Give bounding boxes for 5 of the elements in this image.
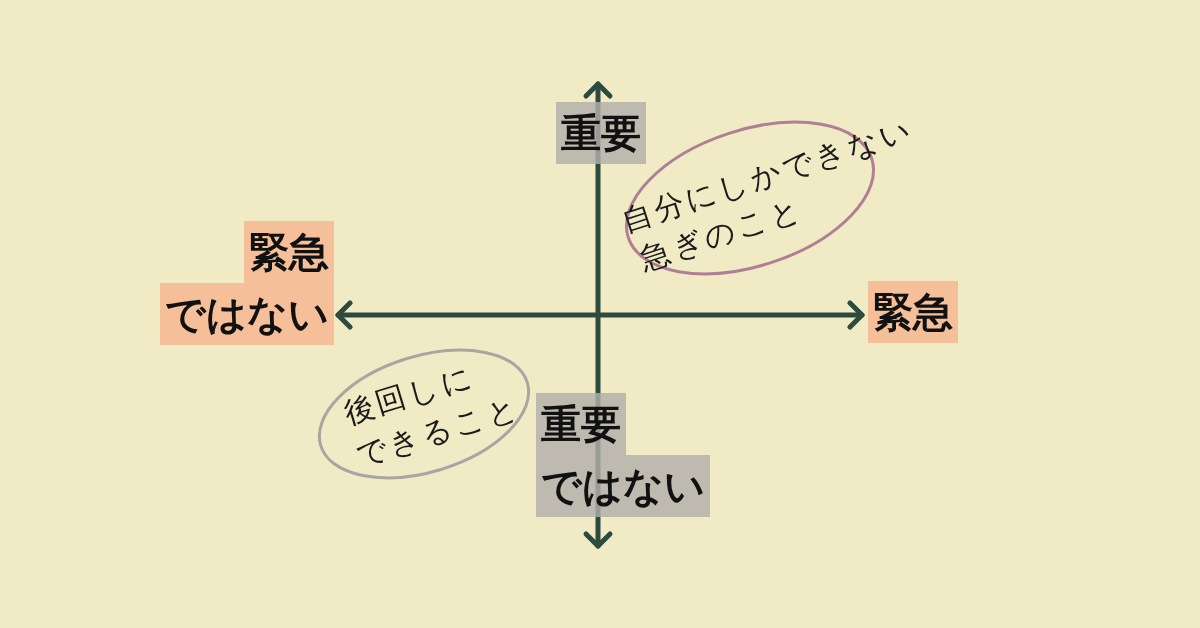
axis-label: 緊急ではない: [150, 221, 334, 345]
axis-label: 緊急: [868, 281, 958, 343]
axis-label: 重要ではない: [536, 393, 720, 517]
double-arrow: [335, 300, 865, 330]
axis-label: 重要: [556, 102, 646, 164]
